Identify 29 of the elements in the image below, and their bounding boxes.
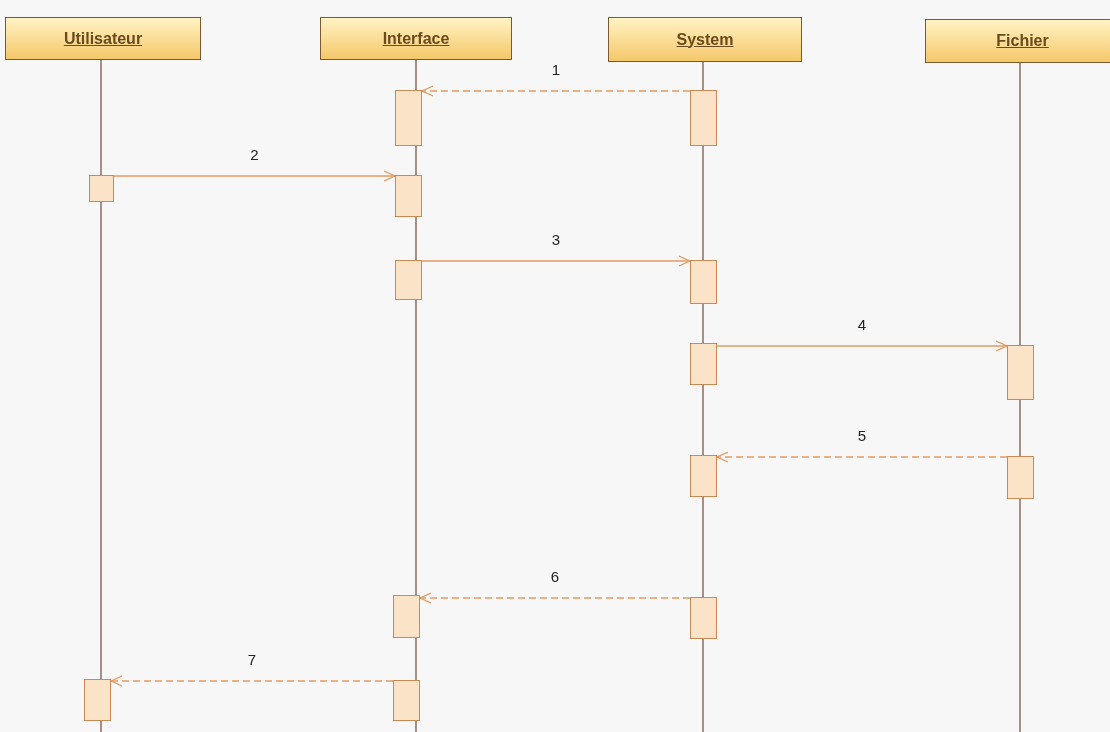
activation-bar: [393, 595, 420, 638]
message-arrow: [421, 255, 691, 267]
activation-bar: [690, 260, 717, 304]
activation-bar: [1007, 456, 1034, 499]
message-arrow: [419, 592, 691, 604]
participant-name: Interface: [382, 29, 450, 48]
participant-name: Utilisateur: [63, 29, 143, 48]
activation-bar: [84, 679, 111, 721]
participant-name: System: [676, 30, 734, 49]
message-arrow: [716, 340, 1008, 352]
participant-name: Fichier: [996, 32, 1049, 50]
message-arrow: [716, 451, 1008, 463]
activation-bar: [690, 343, 717, 385]
activation-bar: [395, 175, 422, 217]
activation-bar: [393, 680, 420, 721]
activation-bar: [395, 260, 422, 300]
activation-bar: [690, 597, 717, 639]
activation-bar: [89, 175, 114, 202]
participant-box: [608, 17, 802, 62]
message-arrow: [110, 675, 394, 687]
message-arrow: [113, 170, 396, 182]
activation-bar: [690, 455, 717, 497]
activation-bar: [1007, 345, 1034, 400]
message-arrow: [421, 85, 691, 97]
activation-bar: [690, 90, 717, 146]
participant-box: [925, 19, 1110, 63]
participant-box: [5, 17, 201, 60]
activation-bar: [395, 90, 422, 146]
participant-box: [320, 17, 512, 60]
